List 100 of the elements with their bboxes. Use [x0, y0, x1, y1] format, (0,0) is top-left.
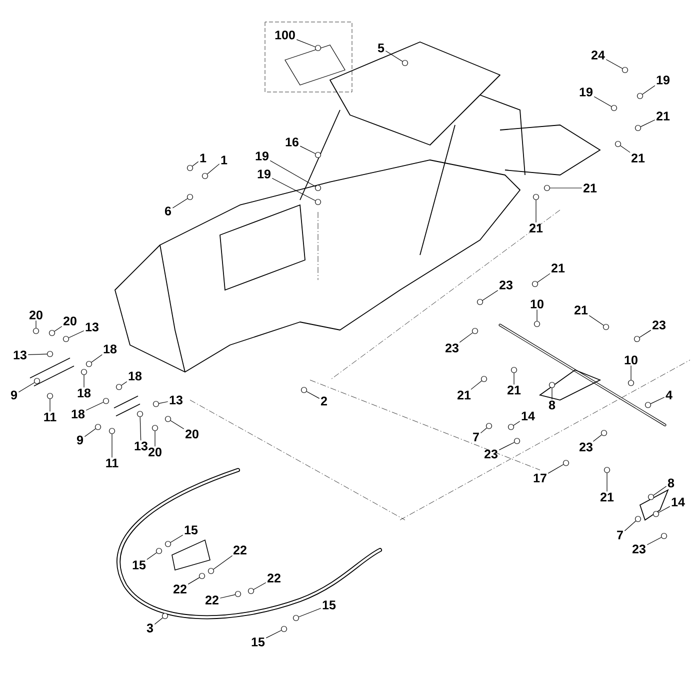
callout-number: 19 — [258, 170, 270, 178]
leader-line — [86, 402, 104, 411]
hardware-part — [152, 400, 160, 408]
callout-number: 24 — [592, 50, 605, 60]
callout-number: 4 — [666, 390, 672, 400]
callout-number: 2 — [320, 396, 327, 406]
hardware-part — [472, 328, 478, 334]
hardware-part — [628, 380, 634, 386]
hardware-part — [634, 336, 640, 342]
callout-number: 21 — [530, 224, 543, 232]
leader-line — [642, 85, 656, 95]
leader-line — [154, 618, 163, 625]
callout-number: 7 — [473, 432, 479, 442]
callout-number: 20 — [30, 310, 42, 320]
hardware-part — [402, 60, 408, 66]
hardware-part — [164, 416, 172, 422]
callout-number: 11 — [44, 412, 56, 422]
callout-number: 22 — [206, 596, 218, 604]
callout-number: 20 — [186, 430, 198, 438]
leader-line — [620, 145, 630, 153]
hardware-part — [562, 460, 570, 466]
hardware-part — [34, 378, 40, 384]
callout-number: 11 — [106, 458, 118, 468]
hardware-part — [202, 172, 208, 180]
callout-number: 6 — [164, 206, 172, 216]
hardware-part — [544, 184, 550, 192]
hardware-part — [108, 428, 116, 434]
callout-number: 18 — [128, 372, 142, 380]
callout-number: 3 — [146, 624, 154, 632]
hardware-part — [648, 494, 654, 500]
callout-number: 21 — [574, 306, 588, 314]
hardware-part — [644, 402, 652, 408]
callout-number: 13 — [14, 350, 26, 360]
leader-line — [91, 354, 102, 363]
hardware-part — [486, 422, 492, 430]
hardware-part — [314, 198, 322, 206]
callout-number: 18 — [78, 388, 91, 398]
hardware-part — [164, 540, 172, 548]
hardware-part — [186, 194, 194, 200]
callout-number: 23 — [446, 344, 458, 352]
leader-line — [606, 472, 608, 492]
leader-line — [459, 332, 473, 343]
hardware-part — [622, 66, 628, 74]
leader-line — [385, 50, 403, 62]
leader-line — [658, 506, 670, 513]
hardware-part — [86, 360, 92, 368]
callout-number: 20 — [64, 316, 76, 326]
hardware-part — [314, 184, 322, 192]
hardware-part — [600, 430, 608, 436]
leader-line — [121, 381, 128, 386]
hardware-part — [532, 280, 538, 288]
hardware-part — [156, 548, 162, 554]
leader-line — [536, 309, 538, 322]
hardware-part — [602, 324, 610, 330]
hardware-part — [62, 336, 70, 342]
hardware-part — [136, 410, 144, 418]
hardware-part — [532, 194, 540, 200]
callout-number: 18 — [104, 344, 117, 354]
leader-line — [537, 273, 550, 283]
callout-number: 22 — [268, 574, 280, 582]
hardware-part — [248, 588, 254, 594]
hardware-part — [80, 368, 88, 376]
leader-line — [158, 401, 168, 404]
leader-line — [300, 146, 316, 154]
leader-line — [84, 428, 96, 437]
leader-line — [220, 594, 236, 598]
leader-line — [296, 39, 316, 48]
callout-number: 15 — [132, 560, 146, 570]
callout-number: 13 — [86, 322, 98, 332]
leader-line — [207, 164, 220, 174]
leader-line — [192, 161, 199, 166]
leader-line — [172, 198, 188, 208]
leader-line — [266, 630, 282, 638]
callout-number: 9 — [76, 436, 84, 444]
leader-line — [480, 428, 487, 434]
hardware-part — [152, 424, 158, 432]
leader-line — [640, 120, 656, 127]
leader-line — [306, 391, 320, 399]
leader-line — [606, 59, 623, 69]
callout-number: 19 — [580, 88, 592, 96]
callout-number: 22 — [234, 546, 246, 554]
hardware-part — [476, 298, 484, 306]
hardware-part — [186, 164, 194, 172]
hardware-part — [280, 626, 288, 632]
callout-number: 5 — [378, 44, 384, 52]
callout-number: 10 — [530, 300, 544, 308]
leader-line — [28, 354, 48, 356]
hardware-part — [234, 590, 242, 598]
hardware-part — [480, 376, 488, 382]
callout-number: 15 — [184, 526, 198, 534]
hardware-part — [102, 398, 110, 404]
leader-line — [146, 552, 157, 560]
callout-number: 21 — [584, 184, 597, 192]
callout-number: 17 — [534, 474, 546, 482]
hardware-part — [94, 424, 102, 430]
callout-number: 23 — [580, 442, 592, 452]
hardware-part — [314, 44, 322, 52]
hardware-part — [514, 438, 520, 444]
leader-line — [253, 582, 266, 590]
leader-line — [188, 577, 200, 584]
